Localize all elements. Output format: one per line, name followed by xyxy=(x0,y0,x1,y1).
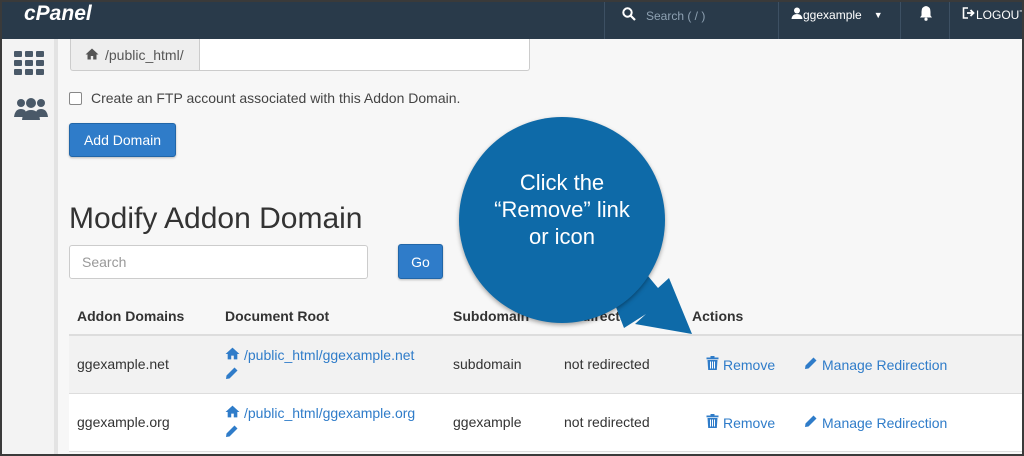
logout-link[interactable]: LOGOUT xyxy=(962,7,1024,22)
manage-redirection-link[interactable]: Manage Redirection xyxy=(804,356,947,373)
pencil-icon[interactable] xyxy=(804,356,818,373)
pencil-icon[interactable] xyxy=(804,414,818,431)
subdomain: ggexample xyxy=(453,414,522,430)
caret-down-icon: ▼ xyxy=(873,9,883,20)
document-root-link[interactable]: /public_html/ggexample.net xyxy=(225,347,414,383)
home-icon xyxy=(225,405,240,421)
add-domain-button[interactable]: Add Domain xyxy=(69,123,176,157)
addon-domain: ggexample.net xyxy=(77,356,169,372)
ftp-checkbox-row[interactable]: Create an FTP account associated with th… xyxy=(69,90,460,106)
manage-redirection-label[interactable]: Manage Redirection xyxy=(822,414,948,431)
callout-bubble: Click the “Remove” link or icon xyxy=(459,117,665,323)
ftp-checkbox[interactable] xyxy=(69,91,82,105)
document-root-link[interactable]: /public_html/ggexample.org xyxy=(225,405,415,441)
user-menu[interactable]: ggexample ▼ xyxy=(791,7,883,22)
search-icon xyxy=(622,6,636,26)
table-row: ggexample.org /public_html/ggexample.org… xyxy=(69,394,1022,452)
table-row: ggexample.net /public_html/ggexample.net… xyxy=(69,336,1022,394)
document-root-field: /public_html/ xyxy=(70,39,530,71)
top-navbar: cPanel Search ( / ) ggexample ▼ LOGOUT xyxy=(2,2,1022,39)
main-content: /public_html/ Create an FTP account asso… xyxy=(58,39,1022,454)
column-header-subdomain[interactable]: Subdomain xyxy=(453,308,530,324)
go-button[interactable]: Go xyxy=(398,244,443,279)
table-header-divider xyxy=(69,334,1022,336)
pencil-icon[interactable] xyxy=(225,366,414,383)
ftp-checkbox-label: Create an FTP account associated with th… xyxy=(91,90,461,106)
addon-domain: ggexample.org xyxy=(77,414,170,430)
users-icon[interactable] xyxy=(14,97,48,126)
remove-label[interactable]: Remove xyxy=(723,414,776,431)
home-icon xyxy=(85,47,99,63)
cpanel-logo[interactable]: cPanel xyxy=(24,2,92,25)
divider xyxy=(778,2,779,39)
subdomain: subdomain xyxy=(453,356,522,372)
logout-label: LOGOUT xyxy=(976,7,1024,22)
divider xyxy=(900,2,901,39)
sidebar xyxy=(2,39,58,454)
document-root-path[interactable]: /public_html/ggexample.net xyxy=(244,347,415,363)
global-search[interactable]: Search ( / ) xyxy=(622,6,705,26)
page-section-title: Modify Addon Domain xyxy=(69,202,363,235)
column-header-document-root[interactable]: Document Root xyxy=(225,308,330,324)
divider xyxy=(949,2,950,39)
addon-search-input[interactable]: Search xyxy=(69,245,368,279)
sidebar-scrollbar[interactable] xyxy=(54,39,58,454)
trash-icon[interactable] xyxy=(706,414,719,431)
callout-text: Click the “Remove” link or icon xyxy=(494,169,630,249)
column-header-actions: Actions xyxy=(692,308,744,324)
pencil-icon[interactable] xyxy=(225,424,415,441)
manage-redirection-link[interactable]: Manage Redirection xyxy=(804,414,947,431)
remove-label[interactable]: Remove xyxy=(723,356,776,373)
remove-link[interactable]: Remove xyxy=(706,414,775,431)
home-icon xyxy=(225,347,240,363)
column-header-addon-domains[interactable]: Addon Domains xyxy=(77,308,185,324)
divider xyxy=(604,2,605,39)
username: ggexample xyxy=(803,7,862,22)
document-root-path[interactable]: /public_html/ggexample.org xyxy=(244,405,416,421)
redirect-status: not redirected xyxy=(564,356,650,372)
path-prefix-label: /public_html/ xyxy=(105,46,184,63)
trash-icon[interactable] xyxy=(706,356,719,373)
redirect-status: not redirected xyxy=(564,414,650,430)
bell-icon[interactable] xyxy=(918,5,934,26)
remove-link[interactable]: Remove xyxy=(706,356,775,373)
grid-icon[interactable] xyxy=(14,51,44,80)
global-search-placeholder: Search ( / ) xyxy=(646,9,706,23)
user-icon xyxy=(791,7,803,22)
path-prefix: /public_html/ xyxy=(70,39,200,71)
document-root-input[interactable] xyxy=(200,39,530,71)
addon-search-placeholder: Search xyxy=(82,254,127,270)
manage-redirection-label[interactable]: Manage Redirection xyxy=(822,356,948,373)
logout-icon xyxy=(962,7,976,22)
